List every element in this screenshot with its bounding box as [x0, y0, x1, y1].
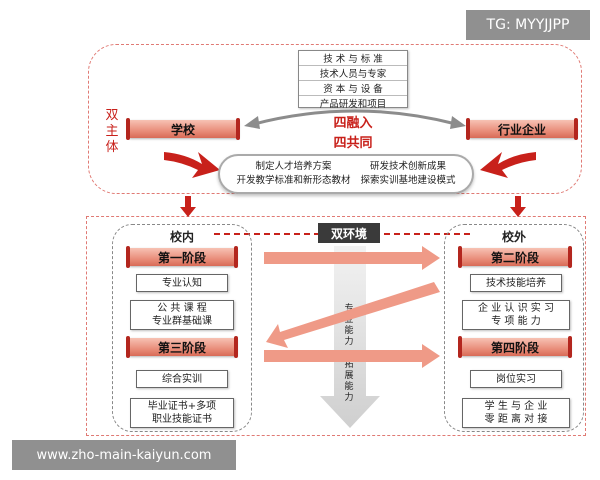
inside-panel: [112, 224, 252, 432]
enterprise-line-2: 专 项 能 力: [491, 316, 541, 327]
dual-environment-label: 双环境: [318, 223, 380, 243]
resource-box: 技 术 与 标 准 技术人员与专家 资 本 与 设 备 产品研发和项目: [298, 50, 408, 110]
outside-label: 校外: [501, 229, 526, 244]
dual-subject-label: 双主体: [105, 108, 119, 155]
certificate-line-1: 毕业证书+多项: [147, 401, 217, 412]
four-common-label: 四共同: [333, 135, 373, 151]
skill-training-box: 技术技能培养: [470, 274, 562, 292]
school-label: 学校: [126, 118, 240, 140]
flow-arrows: [264, 246, 440, 368]
outside-panel: [444, 224, 584, 432]
pill-right-line-1: 研发技术创新成果: [370, 161, 447, 172]
vertical-text-lower: 拓展能力: [344, 360, 354, 403]
student-line-2: 零 距 离 对 接: [484, 414, 548, 425]
pill-right-line-2: 探索实训基地建设模式: [360, 175, 456, 186]
left-down-arrow: [180, 196, 196, 217]
stage-3-label: 第三阶段: [126, 336, 238, 358]
resource-line-1: 技 术 与 标 准: [299, 51, 407, 66]
public-courses-box: 公 共 课 程 专业群基础课: [130, 300, 234, 330]
stage-2-label: 第二阶段: [458, 246, 572, 268]
enterprise-line-1: 企 业 认 识 实 习: [478, 303, 554, 314]
center-pill: 制定人才培养方案 开发教学标准和新形态教材 研发技术创新成果 探索实训基地建设模…: [218, 154, 474, 194]
stage-1-label: 第一阶段: [126, 246, 238, 268]
right-red-arrow: [480, 152, 536, 178]
resource-line-2: 技术人员与专家: [299, 66, 407, 81]
right-down-arrow: [510, 196, 526, 217]
public-courses-line-1: 公 共 课 程: [157, 303, 207, 314]
industry-label: 行业企业: [466, 118, 578, 140]
pill-left-line-2: 开发教学标准和新形态教材: [236, 175, 351, 186]
vertical-gray-arrow: [320, 246, 380, 428]
integration-arc-arrow: [244, 109, 466, 129]
public-courses-line-2: 专业群基础课: [152, 316, 212, 327]
stage-4-label: 第四阶段: [458, 336, 572, 358]
watermark-top: TG: MYYJJPP: [466, 10, 590, 40]
student-enterprise-box: 学 生 与 企 业 零 距 离 对 接: [462, 398, 570, 428]
professional-cognition-box: 专业认知: [136, 274, 228, 292]
certificate-line-2: 职业技能证书: [152, 414, 212, 425]
inside-label: 校内: [169, 229, 194, 244]
bottom-dashed-frame: [86, 216, 586, 436]
watermark-bottom: www.zho-main-kaiyun.com: [12, 440, 236, 470]
pill-left-line-1: 制定人才培养方案: [255, 161, 332, 172]
resource-line-3: 资 本 与 设 备: [299, 81, 407, 96]
comprehensive-training-box: 综合实训: [136, 370, 228, 388]
enterprise-internship-box: 企 业 认 识 实 习 专 项 能 力: [462, 300, 570, 330]
certificate-box: 毕业证书+多项 职业技能证书: [130, 398, 234, 428]
left-red-arrow: [164, 152, 220, 178]
resource-line-4: 产品研发和项目: [319, 99, 387, 110]
four-integration-label: 四融入: [333, 115, 373, 131]
job-internship-box: 岗位实习: [470, 370, 562, 388]
student-line-1: 学 生 与 企 业: [484, 401, 548, 412]
